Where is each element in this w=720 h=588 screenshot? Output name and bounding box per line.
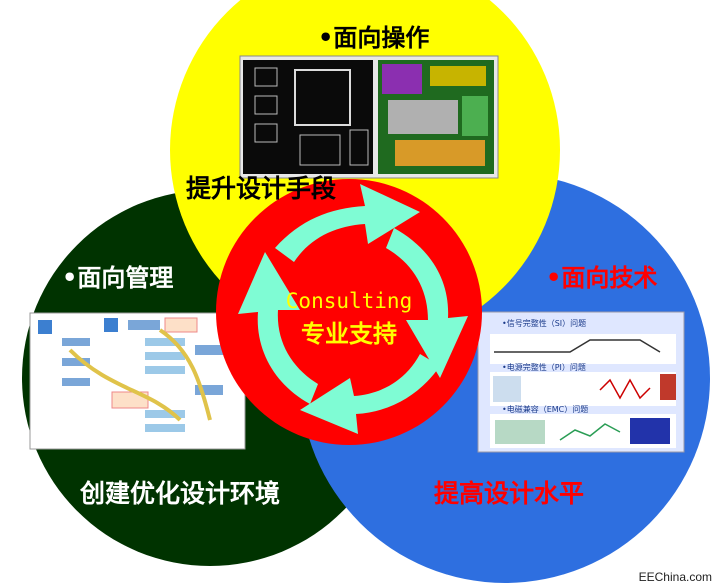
cycle-arrow-top bbox=[275, 184, 420, 262]
tech-panel-pi: •电源完整性（PI）问题 bbox=[502, 362, 586, 372]
signal-integrity-screenshot bbox=[477, 311, 685, 453]
top-circle-title: •面向操作 bbox=[318, 23, 429, 52]
cycle-arrow-right bbox=[386, 228, 468, 378]
right-circle-title: •面向技术 bbox=[546, 263, 657, 292]
center-subtitle: 专业支持 bbox=[301, 319, 397, 348]
design-flow-screenshot bbox=[29, 312, 246, 450]
cycle-arrow-bottom bbox=[300, 354, 440, 434]
center-title: Consulting bbox=[286, 289, 412, 313]
pcb-layout-screenshot bbox=[239, 55, 499, 179]
top-circle-subtitle: 提升设计手段 bbox=[186, 174, 336, 203]
cycle-arrow-left bbox=[238, 252, 318, 404]
tech-panel-si: •信号完整性（SI）问题 bbox=[502, 318, 586, 328]
right-circle-subtitle: 提高设计水平 bbox=[434, 479, 584, 508]
watermark: EEChina.com bbox=[638, 570, 712, 584]
cycle-arrows bbox=[238, 184, 468, 434]
tech-panel-emc: •电磁兼容（EMC）问题 bbox=[502, 404, 588, 414]
left-circle-subtitle: 创建优化设计环境 bbox=[79, 479, 280, 508]
left-circle-title: •面向管理 bbox=[62, 263, 173, 292]
